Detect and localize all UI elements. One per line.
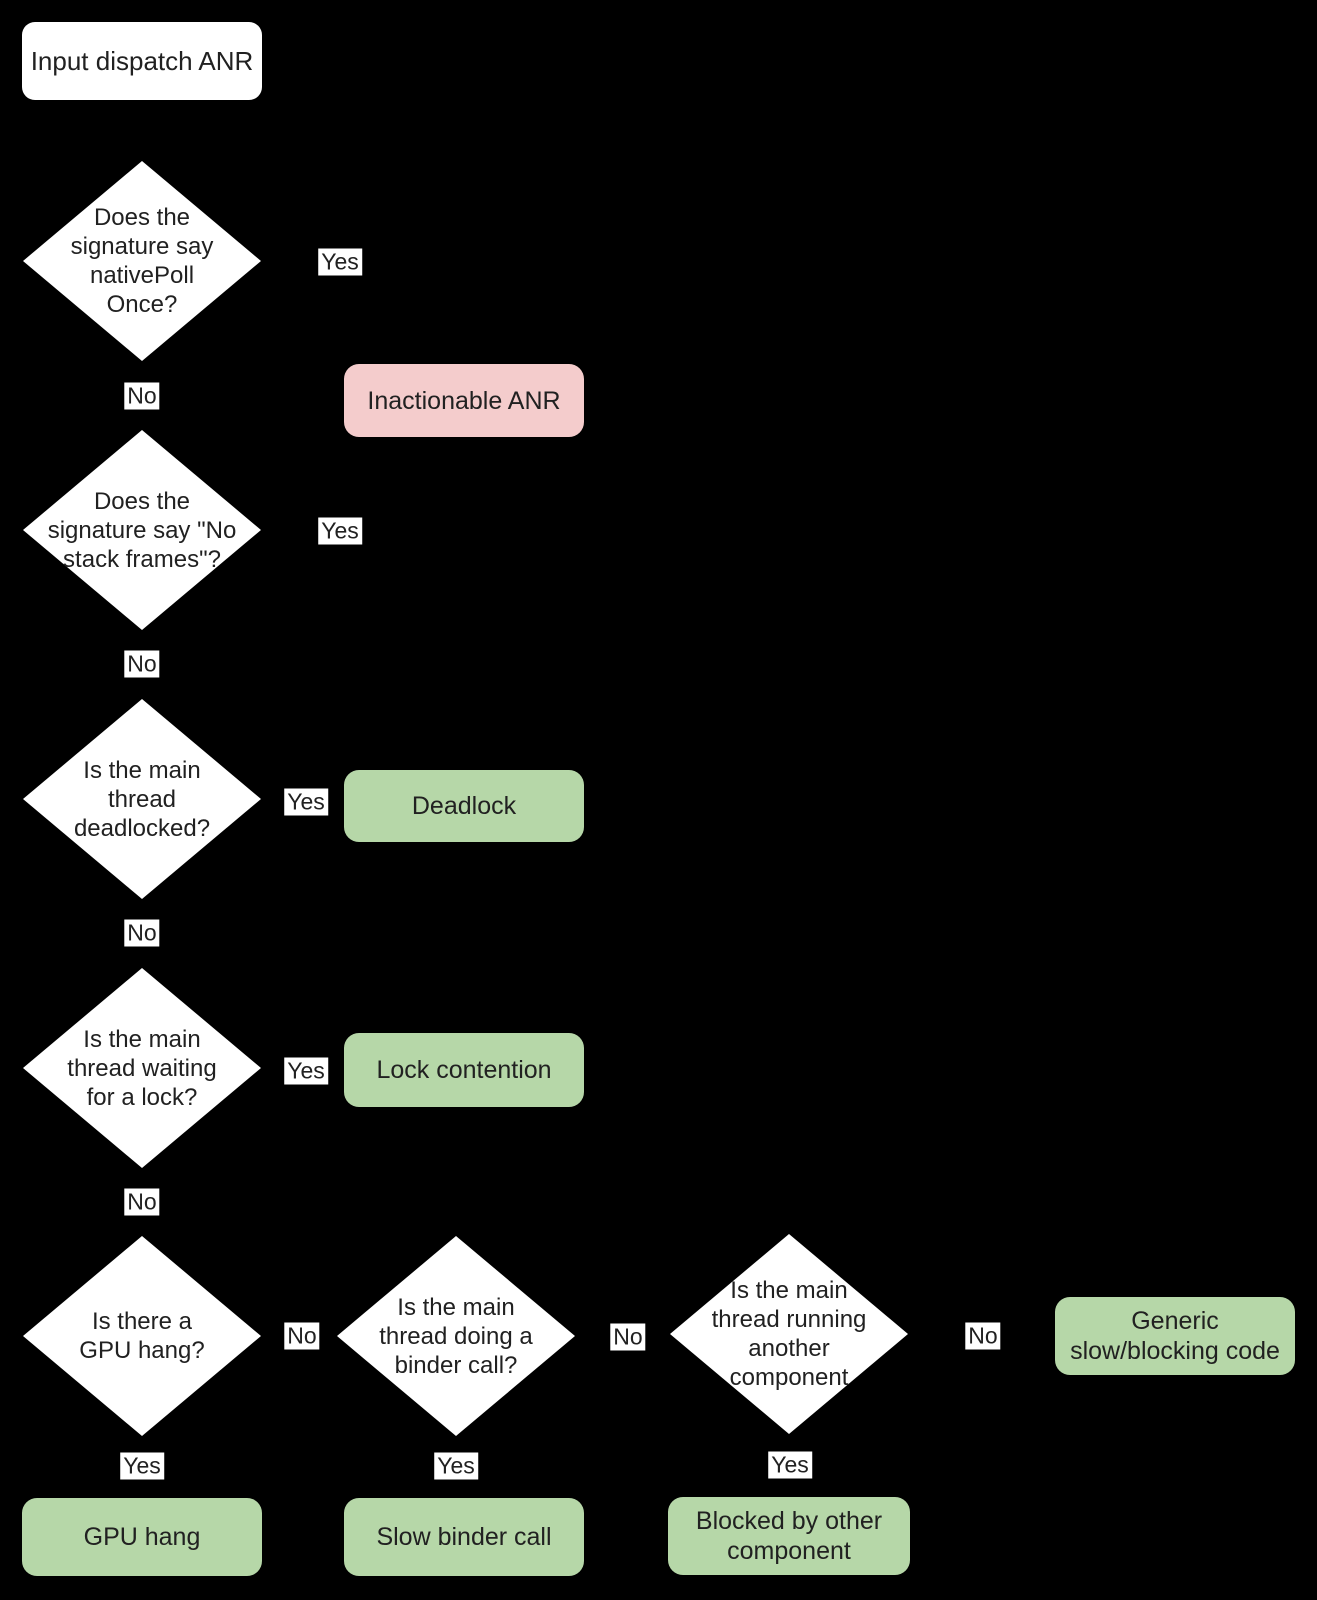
edge-label-no: No xyxy=(965,1322,1001,1350)
outcome-label: Slow binder call xyxy=(376,1523,552,1551)
outcome-lock-contention: Lock contention xyxy=(344,1033,584,1107)
outcome-blocked-by-other-component: Blocked by other component xyxy=(668,1497,910,1575)
decision-label: Is the main thread running another compo… xyxy=(711,1277,867,1391)
edge-label-no: No xyxy=(124,1188,160,1216)
decision-gpu-hang: Is there a GPU hang? xyxy=(23,1236,261,1436)
start-node-label: Input dispatch ANR xyxy=(30,45,254,76)
edge-label-yes: Yes xyxy=(284,788,328,816)
edge-label-no: No xyxy=(610,1323,646,1351)
decision-label: Is the main thread waiting for a lock? xyxy=(67,1025,217,1111)
outcome-label: Lock contention xyxy=(376,1056,552,1084)
outcome-gpu-hang: GPU hang xyxy=(22,1498,262,1576)
edge-label-yes: Yes xyxy=(318,248,362,276)
outcome-label: GPU hang xyxy=(83,1523,201,1551)
outcome-inactionable-anr: Inactionable ANR xyxy=(344,364,584,437)
decision-label: Is the main thread deadlocked? xyxy=(73,756,211,842)
edge-label-no: No xyxy=(124,382,160,410)
start-node-input-dispatch-anr: Input dispatch ANR xyxy=(22,22,262,100)
decision-main-thread-deadlocked: Is the main thread deadlocked? xyxy=(23,699,261,899)
decision-label: Is there a GPU hang? xyxy=(79,1308,205,1364)
outcome-label: Deadlock xyxy=(411,792,517,820)
edge-label-no: No xyxy=(124,650,160,678)
decision-label: Does the signature say nativePoll Once? xyxy=(70,204,214,318)
outcome-slow-binder-call: Slow binder call xyxy=(344,1498,584,1576)
edge-label-no: No xyxy=(284,1322,320,1350)
edge-label-no: No xyxy=(124,919,160,947)
edge-label-yes: Yes xyxy=(318,517,362,545)
outcome-generic-slow-blocking-code: Generic slow/blocking code xyxy=(1055,1297,1295,1375)
decision-no-stack-frames: Does the signature say "No stack frames"… xyxy=(23,430,261,630)
edge-label-yes: Yes xyxy=(120,1452,164,1480)
outcome-label: Generic slow/blocking code xyxy=(1070,1307,1280,1365)
decision-label: Does the signature say "No stack frames"… xyxy=(47,487,237,573)
edge-label-yes: Yes xyxy=(434,1452,478,1480)
edge-label-yes: Yes xyxy=(768,1451,812,1479)
decision-label: Is the main thread doing a binder call? xyxy=(379,1293,533,1379)
decision-nativepollonce: Does the signature say nativePoll Once? xyxy=(23,161,261,361)
outcome-label: Inactionable ANR xyxy=(367,386,561,415)
decision-binder-call: Is the main thread doing a binder call? xyxy=(337,1236,575,1436)
decision-waiting-for-lock: Is the main thread waiting for a lock? xyxy=(23,968,261,1168)
decision-running-another-component: Is the main thread running another compo… xyxy=(670,1234,908,1434)
outcome-deadlock: Deadlock xyxy=(344,770,584,842)
outcome-label: Blocked by other component xyxy=(695,1507,883,1565)
edge-label-yes: Yes xyxy=(284,1057,328,1085)
